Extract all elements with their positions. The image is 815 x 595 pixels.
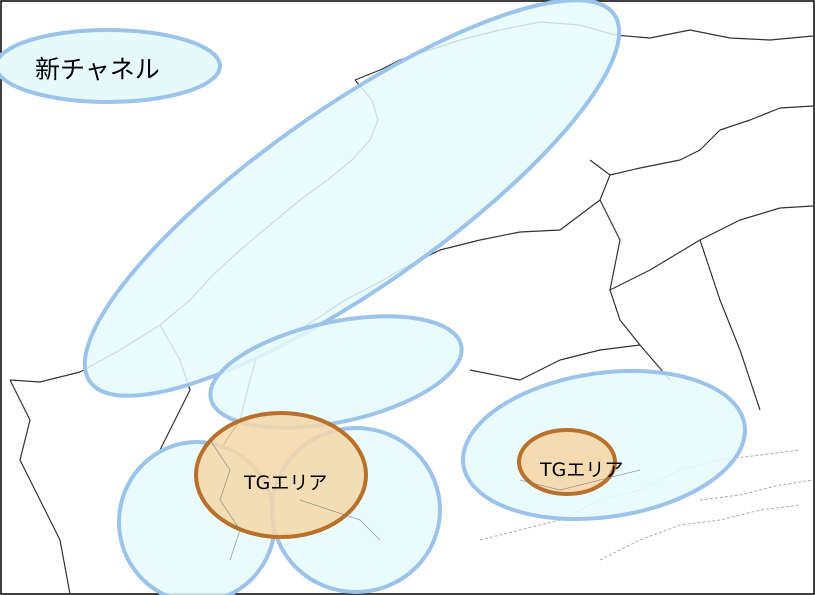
channel-area-central	[208, 314, 464, 430]
legend-label: 新チャネル	[35, 55, 160, 84]
tg-area-west-ellipse	[194, 411, 368, 539]
legend-ellipse	[0, 28, 222, 104]
tg-area-east-ellipse	[517, 428, 617, 496]
overlay-lines	[209, 439, 641, 561]
coastline-south	[479, 449, 814, 561]
tg-areas	[194, 411, 617, 539]
tg-area-label-west: TGエリア	[243, 472, 327, 494]
tg-area-label-east: TGエリア	[539, 459, 623, 481]
channel-area-north	[82, 0, 622, 398]
